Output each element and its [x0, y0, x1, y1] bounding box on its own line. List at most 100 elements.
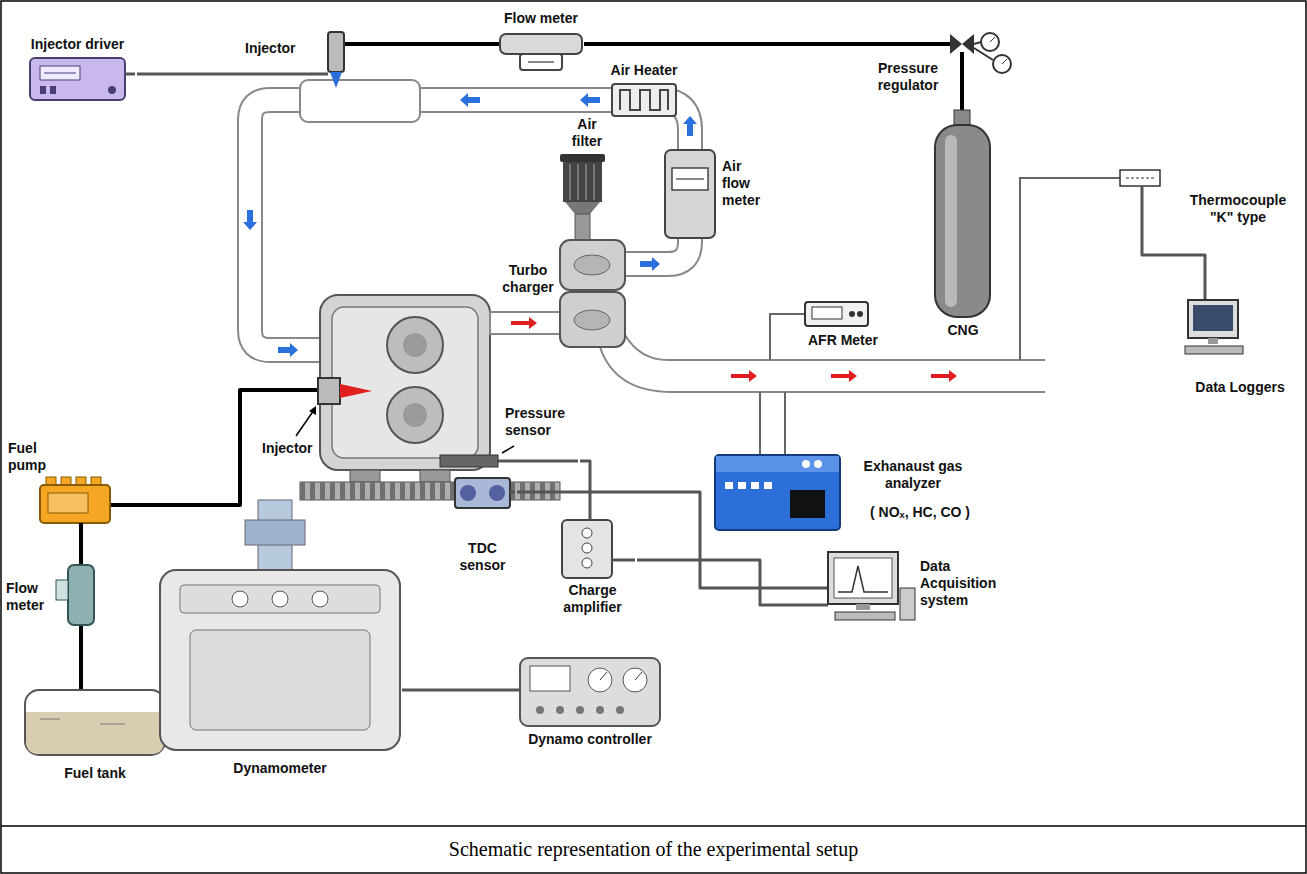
fuel-tank-icon-part	[25, 690, 165, 755]
component-label: Injector	[245, 40, 307, 57]
injector-icon-part	[318, 378, 340, 404]
component-label: Fuel tank	[20, 765, 170, 782]
afr-meter-icon-part	[857, 311, 863, 317]
injector-icon-part	[296, 410, 314, 436]
caption-divider	[1, 825, 1306, 827]
caption-text: Schematic representation of the experime…	[449, 838, 858, 860]
signal-wire	[1142, 230, 1205, 295]
dynamometer: Dynamometer	[160, 570, 402, 785]
air-flow-meter-icon-part	[676, 178, 704, 180]
air-flow-arrows-part	[278, 343, 298, 357]
flow-meter-icon-part	[528, 61, 554, 63]
gas-analyzer-icon-part	[764, 482, 772, 489]
turbo-charger: Turbo charger	[498, 240, 628, 348]
gas-analyzer-icon-part	[716, 456, 839, 472]
tdc-sensor: TDC sensor	[450, 478, 517, 576]
data-acquisition-icon-part	[834, 558, 892, 598]
component-label: Air Heater	[605, 62, 683, 79]
pressure-regulator-icon-part	[950, 34, 974, 54]
dynamo-controller-icon-part	[556, 706, 564, 714]
air-filter-icon-part	[560, 154, 605, 162]
air-flow-meter-icon-part	[672, 168, 708, 190]
control-wire	[402, 689, 520, 692]
gas-analyzer-icon-part	[715, 455, 840, 530]
engine-part	[350, 470, 380, 482]
component-label: Dynamometer	[160, 760, 400, 777]
dynamo-controller-icon-part	[600, 672, 607, 680]
air-filter-icon-part	[594, 164, 595, 200]
injector-driver-icon-part	[40, 66, 80, 80]
tdc-sensor-icon-part	[455, 478, 510, 508]
air-filter-icon-part	[570, 164, 571, 200]
charge-amplifier-icon-part	[582, 543, 592, 553]
pressure-regulator-icon-part	[974, 42, 981, 44]
flow-meter-icon-part	[520, 54, 562, 70]
turbo-charger-icon-part	[574, 310, 610, 330]
pressure-regulator-icon-part	[974, 48, 993, 60]
turbo-charger-icon-part	[574, 255, 610, 275]
injector-driver-icon-part	[44, 73, 76, 74]
dynamo-controller-icon-part	[588, 668, 612, 692]
dynamo-controller-icon-part	[536, 706, 544, 714]
data-acquisition-icon-part	[835, 612, 895, 620]
dynamometer-shaft	[245, 500, 305, 572]
dynamometer-shaft-part	[245, 520, 305, 545]
dynamometer-icon-part	[180, 585, 380, 613]
injector-driver-icon-part	[125, 73, 135, 76]
gas-line	[584, 42, 868, 46]
control-wire	[137, 73, 245, 76]
data-acquisition-icon-part	[900, 588, 915, 620]
exhaust-pipe-part	[600, 347, 1045, 392]
pressure-sensor-icon-part	[498, 460, 578, 463]
tdc-sensor-icon-part	[510, 491, 515, 494]
component-label: Pressure regulator	[868, 60, 948, 94]
component-label: Exhanaust gas analyzer	[853, 458, 973, 492]
injector-driver-icon-part	[40, 86, 46, 94]
gas-analyzer-icon-part	[738, 482, 746, 489]
component-label: Air flow meter	[722, 158, 770, 209]
dynamo-controller-icon-part	[623, 668, 647, 692]
pressure-regulator-icon-part	[993, 55, 1011, 73]
component-label: Dynamo controller	[520, 731, 660, 748]
pressure-sensor: Pressure sensor	[438, 400, 580, 472]
air-flow-meter-icon-part	[665, 150, 715, 238]
pressure-regulator-icon-part	[960, 52, 964, 98]
injector-driver: Injector driver	[20, 36, 137, 110]
fuel-pump: Fuel pump	[8, 440, 110, 535]
flow-meter-icon-part	[56, 580, 68, 600]
air-filter-icon-part	[563, 162, 602, 202]
engine-part	[387, 387, 443, 443]
component-label: Air filter	[562, 116, 612, 150]
air-filter: Air filter	[552, 116, 622, 238]
component-label: Injector driver	[20, 36, 135, 53]
exhaust-pipe-part	[831, 370, 857, 382]
exhaust-pipe-part	[731, 370, 757, 382]
pressure-sensor-icon-part	[440, 455, 498, 467]
component-label: AFR Meter	[798, 332, 888, 349]
flow-meter-icon-part	[79, 624, 83, 645]
exhaust-pipe-part	[511, 317, 537, 329]
data-logger-icon-part	[1185, 346, 1243, 354]
dynamo-controller-icon-part	[635, 672, 642, 680]
fuel-tank: Fuel tank	[20, 680, 172, 790]
charge-amplifier-icon-part	[562, 520, 612, 578]
gas-line	[960, 98, 964, 110]
air-flow-arrows-part	[580, 93, 600, 107]
air-duct-part	[300, 80, 420, 122]
probe-lines-part	[784, 392, 786, 455]
turbo-charger-icon-part	[560, 240, 625, 290]
thermocouple: Thermocouple "K" type	[1115, 165, 1295, 230]
fuel-tank-icon-part	[40, 719, 60, 720]
engine	[320, 295, 490, 482]
engine-part	[332, 307, 478, 458]
dynamo-controller-icon-part	[520, 658, 660, 726]
dynamo-controller-icon-part	[576, 706, 584, 714]
component-label: Charge amplifier	[550, 582, 635, 616]
gas-analyzer-icon-part	[802, 460, 810, 468]
pressure-sensor-icon-part	[502, 446, 514, 453]
afr-meter: AFR Meter	[798, 300, 890, 352]
charge-amplifier-icon-part	[582, 558, 592, 568]
pressure-regulator-icon-part	[990, 37, 995, 42]
pressure-regulator-icon-part	[981, 33, 999, 51]
